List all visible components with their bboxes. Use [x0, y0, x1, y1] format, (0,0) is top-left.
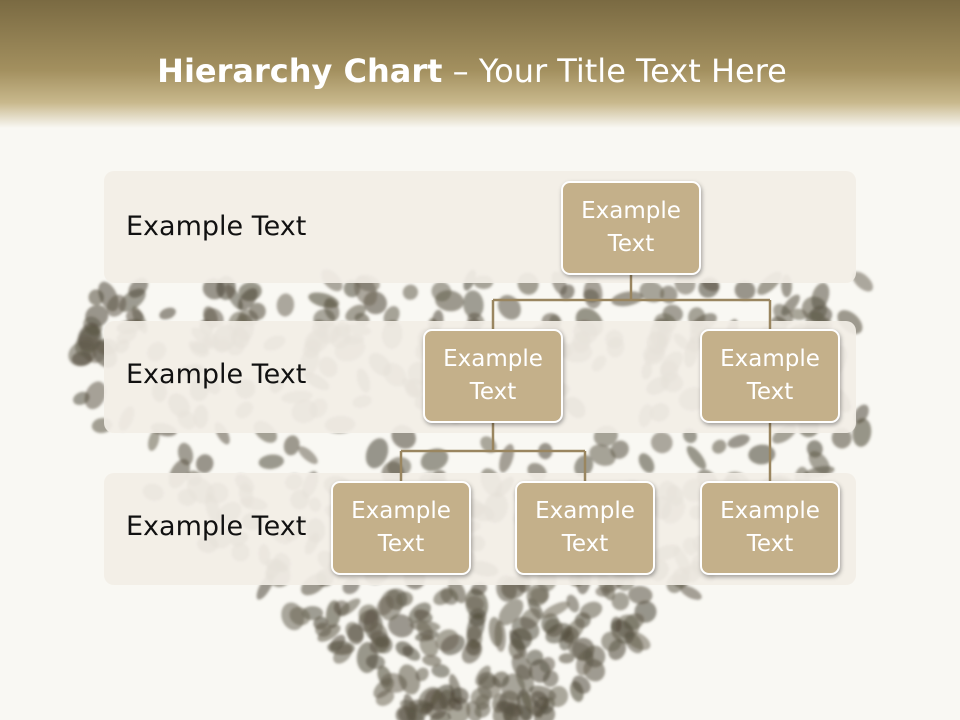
- node-level2-left[interactable]: Example Text: [423, 329, 563, 423]
- title-bold: Hierarchy Chart: [157, 52, 443, 90]
- title-rest: – Your Title Text Here: [442, 52, 787, 90]
- node-level2-right-text: Example Text: [720, 346, 820, 405]
- node-root[interactable]: Example Text: [561, 181, 701, 275]
- node-level3-b-text: Example Text: [535, 498, 635, 557]
- level-3-label: Example Text: [126, 511, 307, 542]
- level-2-label: Example Text: [126, 359, 307, 390]
- page-title: Hierarchy Chart – Your Title Text Here: [0, 52, 944, 90]
- node-level2-right[interactable]: Example Text: [700, 329, 840, 423]
- node-level2-left-text: Example Text: [443, 346, 543, 405]
- node-level3-c-text: Example Text: [720, 498, 820, 557]
- level-band-1: Example Text: [104, 171, 856, 283]
- connector-root-to-level2: [491, 274, 772, 329]
- node-level3-c[interactable]: Example Text: [700, 481, 840, 575]
- node-level3-a-text: Example Text: [351, 498, 451, 557]
- node-root-text: Example Text: [581, 198, 681, 257]
- node-level3-b[interactable]: Example Text: [515, 481, 655, 575]
- level-1-label: Example Text: [126, 211, 307, 242]
- header-banner: [0, 0, 960, 128]
- node-level3-a[interactable]: Example Text: [331, 481, 471, 575]
- connector-left-to-children: [399, 422, 587, 481]
